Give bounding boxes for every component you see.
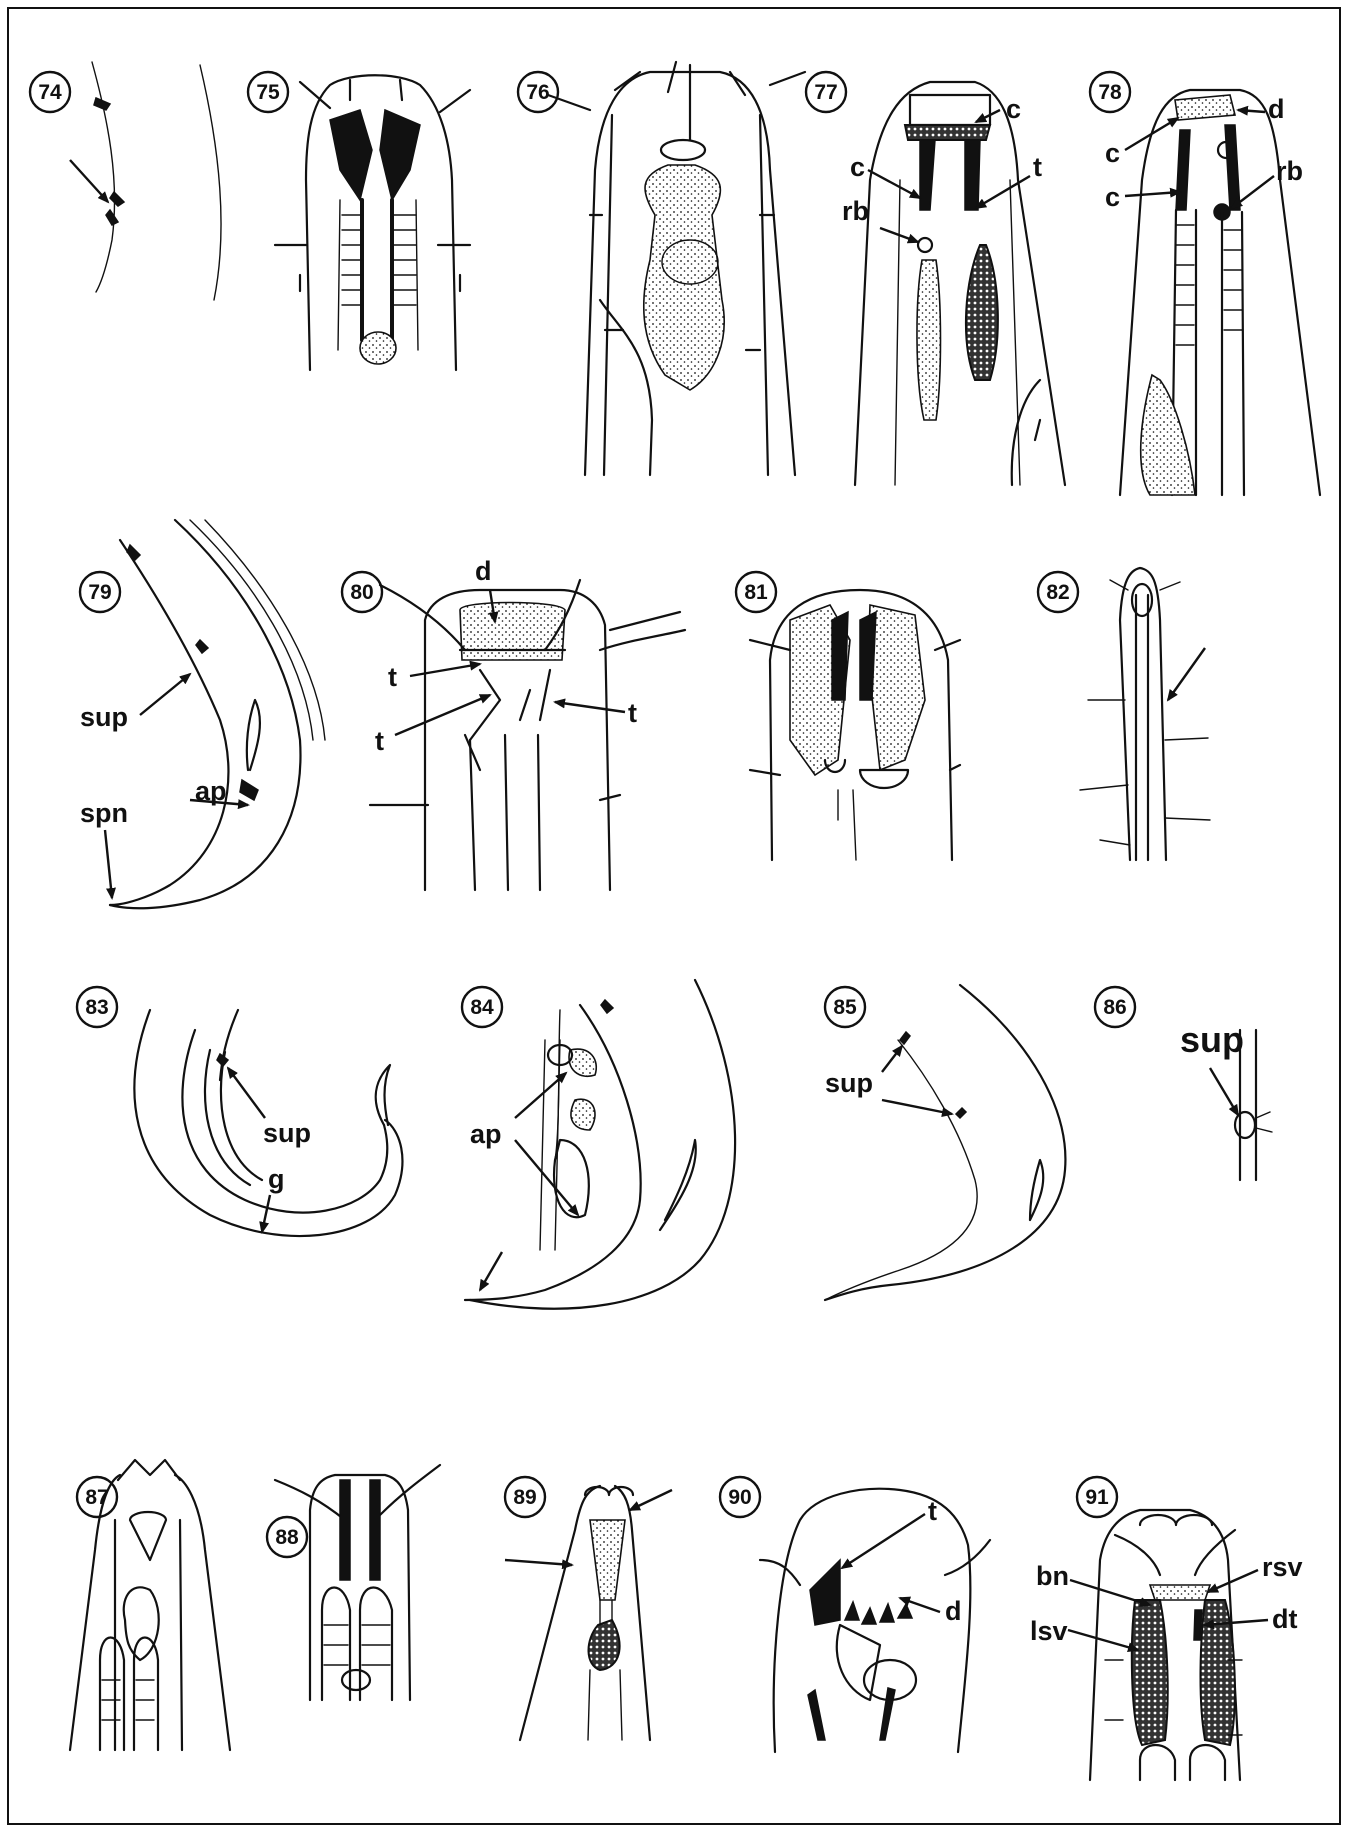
label-t: t xyxy=(928,1496,937,1526)
figure-74: 74 xyxy=(30,62,221,300)
figure-number: 81 xyxy=(744,581,768,604)
figure-81: 81 xyxy=(736,572,960,860)
figure-number: 80 xyxy=(350,581,373,604)
figure-89: 89 xyxy=(505,1477,672,1740)
label-d: d xyxy=(945,1596,962,1626)
figure-79: 79 sup ap spn xyxy=(80,520,325,908)
figure-82: 82 xyxy=(1038,568,1210,860)
label-d: d xyxy=(1268,94,1285,124)
figure-number: 76 xyxy=(526,81,549,104)
figure-86: 86 sup xyxy=(1095,987,1272,1180)
figure-number: 86 xyxy=(1103,996,1126,1019)
label-spn: spn xyxy=(80,798,128,828)
label-t: t xyxy=(388,662,397,692)
figure-number: 88 xyxy=(275,1526,299,1549)
figure-90: 90 t d xyxy=(720,1477,990,1752)
figure-84: 84 ap xyxy=(462,980,735,1309)
figure-87: 87 xyxy=(70,1460,230,1750)
figure-number: 84 xyxy=(470,996,494,1019)
label-bn: bn xyxy=(1036,1561,1069,1591)
label-g: g xyxy=(268,1164,285,1194)
label-t: t xyxy=(628,698,637,728)
figure-78: 78 d c c rb xyxy=(1090,72,1320,495)
label-c: c xyxy=(850,152,865,182)
figure-75: 75 xyxy=(248,72,470,370)
figure-number: 77 xyxy=(814,81,837,104)
label-d: d xyxy=(475,556,492,586)
figure-number: 82 xyxy=(1046,581,1069,604)
label-rb: rb xyxy=(1276,156,1303,186)
figure-number: 83 xyxy=(85,996,108,1019)
figure-91: 91 bn rsv lsv dt xyxy=(1030,1477,1303,1780)
label-lsv: lsv xyxy=(1030,1616,1068,1646)
label-sup: sup xyxy=(825,1068,873,1098)
label-sup: sup xyxy=(80,702,128,732)
label-c: c xyxy=(1006,94,1021,124)
label-rb: rb xyxy=(842,196,869,226)
figure-number: 74 xyxy=(38,81,62,104)
label-sup: sup xyxy=(263,1118,311,1148)
figure-number: 78 xyxy=(1098,81,1122,104)
figure-77: 77 c c t rb xyxy=(806,72,1065,485)
figure-number: 91 xyxy=(1085,1486,1109,1509)
label-rsv: rsv xyxy=(1262,1552,1303,1582)
figure-number: 89 xyxy=(513,1486,536,1509)
figure-number: 75 xyxy=(256,81,280,104)
figure-80: 80 d t t t xyxy=(342,556,685,890)
figure-83: 83 sup g xyxy=(77,987,402,1236)
label-t: t xyxy=(375,726,384,756)
figure-number: 79 xyxy=(88,581,111,604)
label-t: t xyxy=(1033,152,1042,182)
label-ap: ap xyxy=(470,1119,502,1149)
label-c: c xyxy=(1105,138,1120,168)
figure-85: 85 sup xyxy=(825,985,1065,1300)
figure-number: 85 xyxy=(833,996,857,1019)
figure-number: 90 xyxy=(728,1486,751,1509)
figure-88: 88 xyxy=(267,1465,440,1700)
figure-76: 76 xyxy=(518,62,805,475)
label-sup: sup xyxy=(1180,1019,1244,1060)
label-c: c xyxy=(1105,182,1120,212)
label-dt: dt xyxy=(1272,1604,1297,1634)
